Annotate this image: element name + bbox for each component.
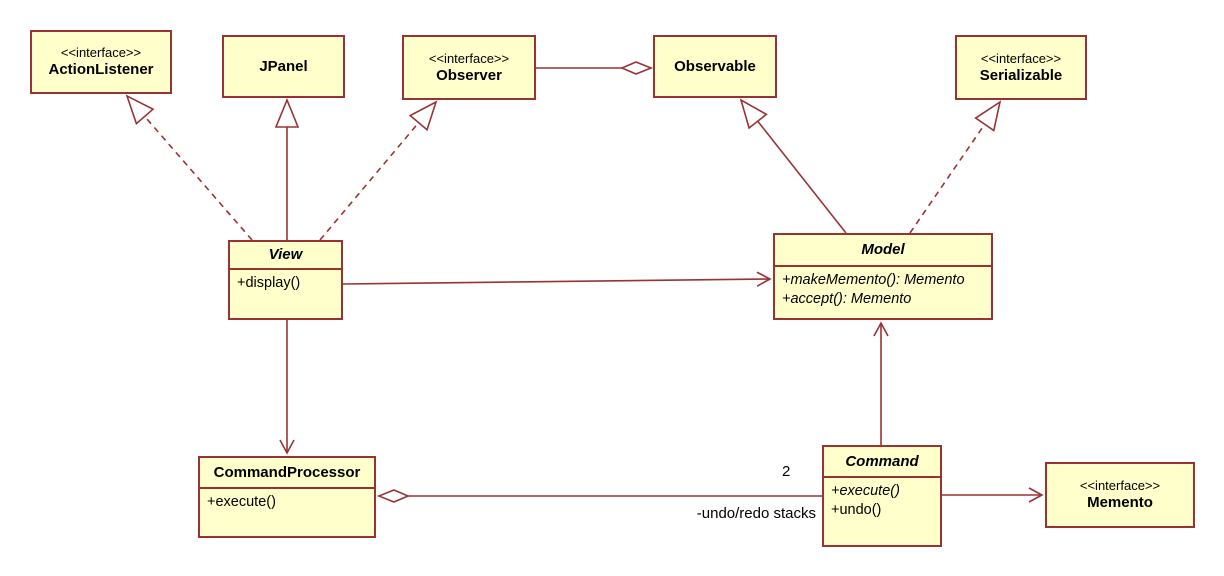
class-serializable: <<interface>> Serializable	[955, 35, 1087, 100]
stereotype-label: <<interface>>	[980, 50, 1062, 66]
multiplicity-label: 2	[782, 463, 791, 480]
role-label: -undo/redo stacks	[696, 505, 816, 522]
class-name: ActionListener	[48, 61, 154, 78]
class-model: Model +makeMemento(): Memento +accept():…	[773, 233, 993, 320]
method-accept: +accept(): Memento	[782, 291, 912, 307]
class-commandprocessor: CommandProcessor +execute()	[198, 456, 376, 538]
generalization-model-observable	[739, 98, 847, 234]
class-name: Model	[861, 241, 905, 258]
stereotype-label: <<interface>>	[1079, 478, 1161, 493]
stereotype-label: <<interface>>	[60, 45, 142, 60]
method-display: +display()	[237, 275, 301, 291]
class-name: View	[268, 246, 303, 263]
class-observer: <<interface>> Observer	[402, 35, 536, 100]
class-view: View +display()	[228, 240, 343, 320]
class-name: Memento	[1087, 494, 1153, 511]
class-name: CommandProcessor	[213, 463, 361, 481]
realization-view-observer	[319, 100, 438, 241]
class-observable: Observable	[653, 35, 777, 98]
stereotype-label: <<interface>>	[428, 50, 510, 66]
class-memento: <<interface>> Memento	[1045, 462, 1195, 528]
class-name: Serializable	[979, 66, 1063, 84]
realization-view-actionlistener	[125, 94, 253, 241]
class-name: Observer	[436, 66, 502, 84]
association-view-model	[342, 271, 772, 287]
class-actionlistener: <<interface>> ActionListener	[30, 30, 172, 94]
method-execute: +execute()	[207, 494, 276, 510]
class-jpanel: JPanel	[222, 35, 345, 98]
class-name: Observable	[674, 57, 756, 75]
method-makememento: +makeMemento(): Memento	[782, 272, 965, 288]
realization-model-serializable	[909, 100, 1002, 234]
class-name: Command	[845, 452, 919, 470]
method-execute: +execute()	[831, 483, 900, 499]
class-command: Command +execute() +undo()	[822, 445, 942, 547]
method-undo: +undo()	[831, 502, 882, 518]
class-name: JPanel	[259, 57, 308, 75]
